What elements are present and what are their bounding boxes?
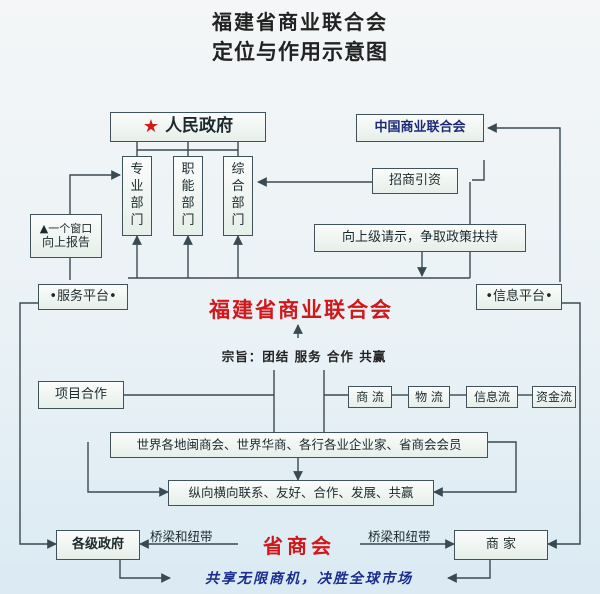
local-gov-box[interactable]: 各级政府	[56, 530, 140, 560]
report-line1: ▲一个窗口	[39, 221, 93, 235]
dept-professional[interactable]: 专 业 部 门	[122, 156, 152, 236]
members-box[interactable]: 世界各地闽商会、世界华商、各行各业企业家、省商会会员	[110, 432, 488, 458]
motto-text: 宗旨：团结 服务 合作 共赢	[221, 349, 387, 364]
dept-char: 能	[181, 179, 195, 195]
bridge-left-label: 桥梁和纽带	[150, 529, 213, 544]
service-platform-box[interactable]: •服务平台•	[38, 284, 128, 310]
dept-char: 综	[231, 162, 245, 178]
flow-information[interactable]: 信息流	[466, 386, 518, 408]
bridge-right-label: 桥梁和纽带	[368, 529, 431, 544]
dept-char: 门	[130, 212, 144, 228]
china-federation-box[interactable]: 中国商业联合会	[356, 114, 484, 142]
dept-char: 合	[231, 179, 245, 195]
links-box[interactable]: 纵向横向联系、友好、合作、发展、共赢	[168, 480, 434, 506]
government-label: 人民政府	[165, 116, 234, 137]
slogan-text: 共享无限商机，决胜全球市场	[205, 571, 413, 587]
province-chamber-title: 省商会	[263, 534, 335, 558]
dept-char: 部	[231, 196, 245, 211]
center-title: 福建省商业联合会	[209, 298, 393, 322]
flow-capital[interactable]: 资金流	[532, 386, 576, 408]
report-line2: 向上报告	[41, 235, 90, 250]
investment-box[interactable]: 招商引资	[372, 168, 458, 194]
report-box[interactable]: ▲一个窗口 向上报告	[30, 214, 102, 258]
dept-char: 职	[181, 162, 195, 178]
dept-char: 部	[130, 196, 144, 211]
dept-char: 专	[130, 162, 144, 178]
government-box[interactable]: ★人民政府	[110, 112, 266, 142]
info-platform-box[interactable]: •信息平台•	[476, 284, 562, 310]
project-box[interactable]: 项目合作	[38, 381, 124, 409]
star-icon: ★	[142, 115, 160, 137]
dept-char: 部	[181, 196, 195, 211]
dept-char: 门	[231, 212, 245, 228]
dept-functional[interactable]: 职 能 部 门	[173, 156, 203, 236]
policy-box[interactable]: 向上级请示，争取政策扶持	[314, 224, 526, 252]
merchants-box[interactable]: 商 家	[454, 530, 548, 560]
flow-commerce[interactable]: 商 流	[348, 386, 392, 408]
dept-char: 门	[181, 212, 195, 228]
dept-char: 业	[130, 179, 144, 195]
page-title: 福建省商业联合会	[212, 10, 388, 34]
flow-logistics[interactable]: 物 流	[408, 386, 450, 408]
page-subtitle: 定位与作用示意图	[212, 40, 388, 64]
dept-comprehensive[interactable]: 综 合 部 门	[223, 156, 253, 236]
